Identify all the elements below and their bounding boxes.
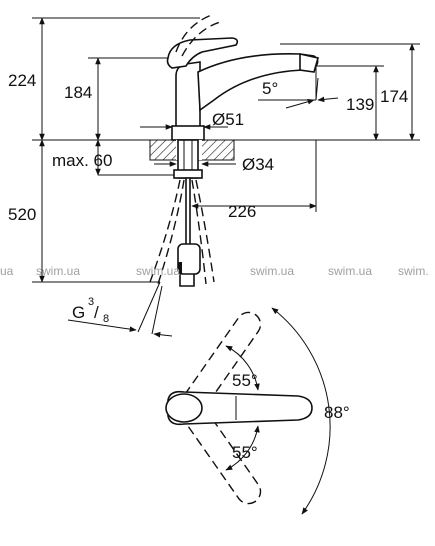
mounting-nut	[173, 169, 203, 179]
watermark-row: ua swim.ua swim.ua swim.ua swim.ua swim.	[0, 264, 429, 278]
label-thread-g: G	[72, 303, 85, 322]
label-55-upper: 55°	[232, 371, 258, 390]
lever-handle	[166, 37, 239, 69]
label-55-lower: 55°	[232, 443, 258, 462]
label-184: 184	[64, 83, 92, 102]
side-view: 224 184 139 174 5° Ø51 max. 60 Ø34 520 2…	[8, 13, 420, 338]
label-thread-den: 8	[103, 313, 109, 325]
supply-hoses	[149, 177, 215, 287]
handle-top-view	[167, 390, 313, 426]
label-520: 520	[8, 205, 36, 224]
label-d34: Ø34	[242, 155, 274, 174]
label-226: 226	[228, 202, 256, 221]
dim-arc-55-lower	[225, 425, 260, 471]
watermark-partial-right: swim.	[398, 264, 429, 278]
label-5deg: 5°	[262, 79, 278, 98]
watermark-partial-left: ua	[0, 264, 14, 278]
dim-arc-88	[271, 307, 331, 515]
label-224: 224	[8, 71, 36, 90]
label-max60: max. 60	[52, 151, 112, 170]
label-thread-num: 3	[88, 296, 94, 308]
label-88: 88°	[324, 403, 350, 422]
dim-line-5deg	[285, 99, 315, 109]
label-d51: Ø51	[212, 110, 244, 129]
dim-line-g38	[67, 319, 137, 332]
watermark-4: swim.ua	[328, 264, 372, 278]
label-thread-slash: /	[94, 303, 99, 322]
dim-arc-55-upper	[225, 345, 260, 391]
label-139: 139	[346, 95, 374, 114]
label-174: 174	[380, 87, 408, 106]
watermark-2: swim.ua	[136, 264, 180, 278]
watermark-1: swim.ua	[36, 264, 80, 278]
plan-view: 55° 55° 88°	[165, 307, 350, 515]
watermark-3: swim.ua	[250, 264, 294, 278]
